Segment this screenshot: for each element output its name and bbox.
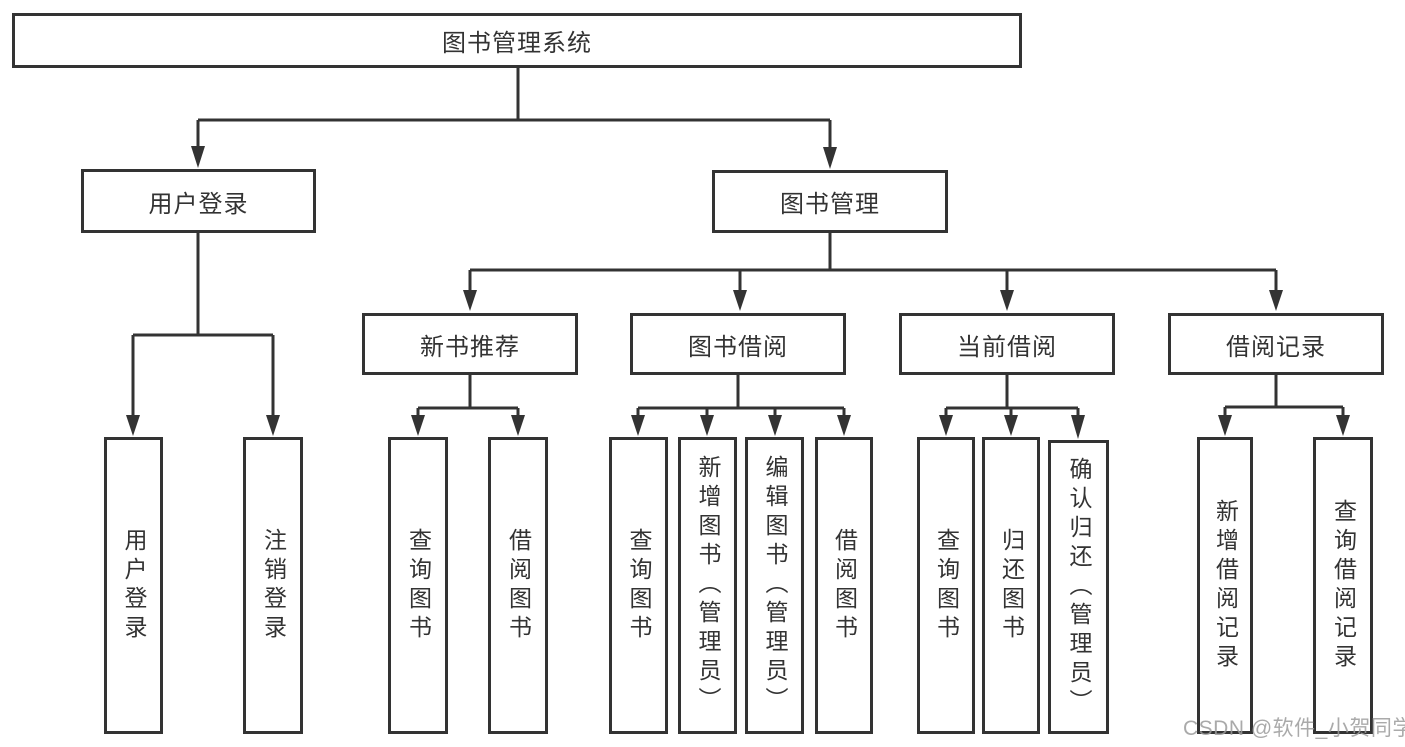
arrow-down-icon [191, 146, 205, 168]
leaf-add-book-admin: 新增图书（管理员） [678, 437, 737, 734]
leaf-logout: 注销登录 [243, 437, 303, 734]
arrow-down-icon [700, 415, 714, 436]
arrow-down-icon [733, 290, 747, 311]
arrow-down-icon [631, 415, 645, 436]
leaf-query-books-borrow: 查询图书 [609, 437, 668, 734]
node-borrowing-records: 借阅记录 [1168, 313, 1384, 375]
node-library-system: 图书管理系统 [12, 13, 1022, 68]
connector-arrowheads [126, 146, 1350, 439]
node-user-login: 用户登录 [81, 169, 316, 233]
leaf-query-borrow-record: 查询借阅记录 [1313, 437, 1373, 734]
arrow-down-icon [1218, 415, 1232, 436]
leaf-confirm-return-admin: 确认归还（管理员） [1048, 440, 1109, 734]
leaf-query-books-recommend: 查询图书 [388, 437, 448, 734]
arrow-down-icon [511, 415, 525, 436]
node-current-borrowing: 当前借阅 [899, 313, 1115, 375]
node-book-management: 图书管理 [712, 170, 948, 233]
leaf-return-book: 归还图书 [982, 437, 1040, 734]
leaf-add-borrow-record: 新增借阅记录 [1197, 437, 1253, 734]
node-new-book-recommendation: 新书推荐 [362, 313, 578, 375]
arrow-down-icon [1000, 290, 1014, 311]
leaf-query-books-current: 查询图书 [917, 437, 975, 734]
leaf-borrow-books: 借阅图书 [815, 437, 873, 734]
arrow-down-icon [1004, 415, 1018, 436]
arrow-down-icon [1071, 415, 1085, 439]
arrow-down-icon [411, 415, 425, 436]
leaf-user-login: 用户登录 [104, 437, 163, 734]
arrow-down-icon [1336, 415, 1350, 436]
leaf-borrow-books-recommend: 借阅图书 [488, 437, 548, 734]
arrow-down-icon [463, 290, 477, 311]
arrow-down-icon [126, 415, 140, 436]
arrow-down-icon [266, 415, 280, 436]
arrow-down-icon [823, 147, 837, 169]
arrow-down-icon [768, 415, 782, 436]
arrow-down-icon [939, 415, 953, 436]
arrow-down-icon [837, 415, 851, 436]
node-book-borrowing: 图书借阅 [630, 313, 846, 375]
leaf-edit-book-admin: 编辑图书（管理员） [745, 437, 804, 734]
csdn-watermark: CSDN @软件_小贺同学 [1183, 717, 1405, 740]
arrow-down-icon [1269, 290, 1283, 311]
